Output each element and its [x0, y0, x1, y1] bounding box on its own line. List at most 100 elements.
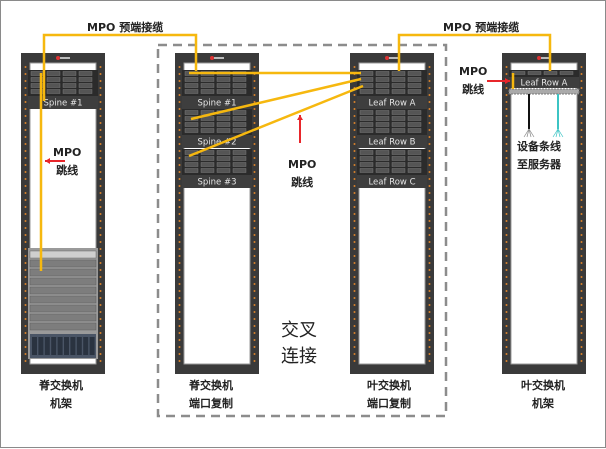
- rack-hole: [99, 262, 102, 264]
- rack-logo-text: [541, 57, 551, 59]
- switch-port-block: [359, 116, 374, 121]
- jumper-middle-line2: 跳线: [291, 176, 314, 189]
- rack-hole: [505, 129, 508, 131]
- rack-hole: [428, 283, 431, 285]
- rack-hole: [253, 80, 256, 82]
- jumper-right-line2: 跳线: [462, 83, 485, 96]
- rack-hole: [99, 213, 102, 215]
- rack-hole: [353, 150, 356, 152]
- switch-port-block: [184, 162, 199, 167]
- switch-label-band: [357, 96, 427, 109]
- rack-hole: [353, 178, 356, 180]
- rack-hole: [353, 339, 356, 341]
- rack-hole: [580, 108, 583, 110]
- switch-label-band: [357, 135, 427, 148]
- rack-hole: [253, 276, 256, 278]
- rack-hole: [178, 213, 181, 215]
- rack-hole: [353, 129, 356, 131]
- switch-port-block: [407, 83, 422, 88]
- rack-hole: [428, 269, 431, 271]
- rack-hole: [353, 241, 356, 243]
- rack-hole: [99, 206, 102, 208]
- switch-port-block: [200, 89, 215, 94]
- rack-hole: [580, 360, 583, 362]
- rack-hole: [353, 360, 356, 362]
- caption-line2: 机架: [50, 397, 72, 410]
- rack-hole: [428, 129, 431, 131]
- switch-port-block: [359, 156, 374, 161]
- line-card: [29, 304, 97, 313]
- rack-hole: [253, 150, 256, 152]
- fan-slot: [51, 337, 57, 355]
- rack-hole: [353, 171, 356, 173]
- rack-hole: [253, 213, 256, 215]
- rack-hole: [99, 248, 102, 250]
- rack-hole: [99, 325, 102, 327]
- switch-label: Leaf Row C: [368, 178, 415, 188]
- rack-hole: [353, 269, 356, 271]
- rack-hole: [24, 213, 27, 215]
- rack-hole: [505, 73, 508, 75]
- switch-port-block: [200, 156, 215, 161]
- rack-hole: [253, 325, 256, 327]
- rack-hole: [178, 262, 181, 264]
- rack-hole: [24, 164, 27, 166]
- rack-hole: [580, 311, 583, 313]
- rack-hole: [178, 346, 181, 348]
- switch-port-block: [184, 156, 199, 161]
- switch-label: Spine #2: [197, 138, 236, 148]
- rack-hole: [428, 220, 431, 222]
- rack-hole: [253, 318, 256, 320]
- rack-hole: [24, 353, 27, 355]
- rack-hole: [99, 192, 102, 194]
- rack-hole: [24, 332, 27, 334]
- rack-hole: [253, 332, 256, 334]
- rack-hole: [580, 73, 583, 75]
- rack-hole: [580, 143, 583, 145]
- switch-port-block: [232, 128, 247, 133]
- rack-hole: [178, 206, 181, 208]
- caption-line1: 叶交换机: [521, 379, 565, 392]
- rack-hole: [428, 262, 431, 264]
- rack-hole: [99, 234, 102, 236]
- rack-hole: [24, 150, 27, 152]
- switch-port-block: [359, 77, 374, 82]
- rack-hole: [178, 269, 181, 271]
- rack-hole: [505, 318, 508, 320]
- rack-hole: [253, 346, 256, 348]
- switch-port-block: [78, 71, 93, 76]
- rack-hole: [253, 136, 256, 138]
- rack-hole: [253, 199, 256, 201]
- rack-hole: [580, 269, 583, 271]
- rack-hole: [178, 80, 181, 82]
- rack-hole: [24, 73, 27, 75]
- mpo-trunk-cable-right: [397, 33, 552, 71]
- rack-hole: [580, 297, 583, 299]
- rack-hole: [353, 311, 356, 313]
- rack-leaf-rack: Leaf Row A: [502, 53, 586, 374]
- rack-hole: [428, 276, 431, 278]
- fan-slot: [32, 337, 37, 355]
- jumper-left-line2: 跳线: [56, 164, 79, 177]
- rack-hole: [99, 339, 102, 341]
- rack-hole: [505, 353, 508, 355]
- rack-hole: [24, 290, 27, 292]
- switch-port-block: [216, 83, 231, 88]
- switch-port-block: [407, 150, 422, 155]
- switch-port-block: [232, 83, 247, 88]
- switch-port-block: [216, 162, 231, 167]
- rack-hole: [428, 164, 431, 166]
- cross-connect-boundary: [156, 43, 448, 418]
- rack-hole: [505, 192, 508, 194]
- rack-hole: [428, 248, 431, 250]
- rack-hole: [24, 283, 27, 285]
- switch-port-block: [375, 110, 390, 115]
- rack-hole: [178, 220, 181, 222]
- rack-hole: [24, 171, 27, 173]
- rack-hole: [99, 171, 102, 173]
- rack-hole: [178, 339, 181, 341]
- rack-hole: [428, 178, 431, 180]
- rack-hole: [24, 199, 27, 201]
- rack-hole: [99, 297, 102, 299]
- rack-hole: [505, 283, 508, 285]
